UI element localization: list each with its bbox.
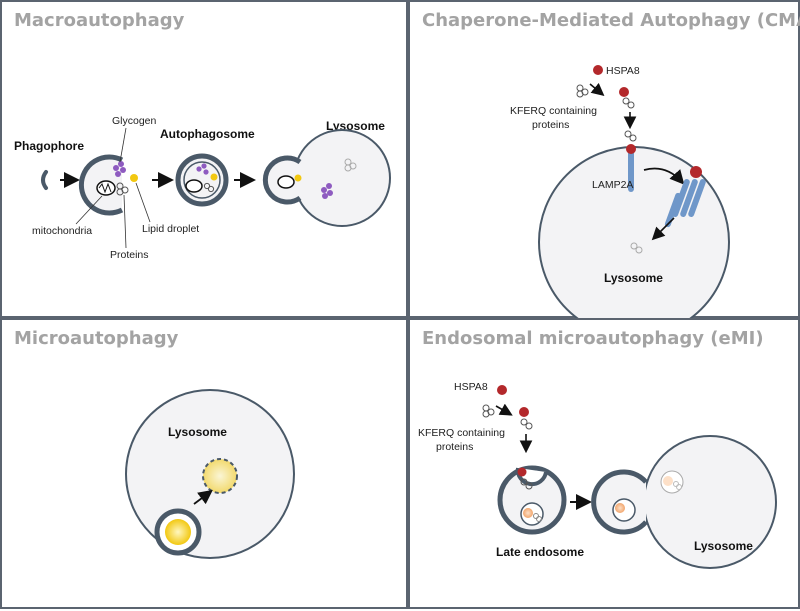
panel-cma: Chaperone-Mediated Autophagy (CMA) HSPA8… <box>408 0 800 338</box>
lipid-droplet <box>130 174 138 182</box>
hspa8-label: HSPA8 <box>606 65 640 77</box>
microautophagy-diagram: Lysosome <box>125 389 295 559</box>
glycogen-label: Glycogen <box>112 115 157 127</box>
lysosome-label: Lysosome <box>168 425 227 439</box>
protein-aggregate <box>116 182 129 196</box>
kferq-label-line2: proteins <box>436 441 473 453</box>
glycogen-cluster <box>113 161 126 177</box>
emi-diagram: HSPA8 KFERQ containing proteins Late end… <box>418 381 777 569</box>
proteins-label: Proteins <box>110 249 149 261</box>
hspa8-label: HSPA8 <box>454 381 488 393</box>
internalized-vesicle <box>202 458 238 494</box>
autophagosome-label: Autophagosome <box>160 127 255 141</box>
lamp2a-multimer <box>664 179 706 228</box>
lysosome-label: Lysosome <box>694 539 753 553</box>
panel-title: Macroautophagy <box>14 10 185 31</box>
lipid-droplet <box>165 519 191 545</box>
kferq-label-line1: KFERQ containing <box>510 105 597 117</box>
lysosome-label: Lysosome <box>604 271 663 285</box>
late-endosome <box>497 465 567 535</box>
phagophore-membrane <box>41 170 48 190</box>
cma-diagram: HSPA8 KFERQ containing proteins LAMP2A L… <box>510 65 730 338</box>
hspa8-chaperone <box>593 65 603 75</box>
hspa8-chaperone <box>497 385 507 395</box>
kferq-label-line2: proteins <box>532 119 569 131</box>
late-endosome-label: Late endosome <box>496 545 584 559</box>
autophagosome <box>175 153 229 207</box>
panel-macroautophagy: Macroautophagy Phagophore Glycogen mitoc… <box>0 0 408 318</box>
lipid-droplet-label: Lipid droplet <box>142 223 199 235</box>
panel-emi: Endosomal microautophagy (eMI) HSPA8 KFE… <box>408 318 800 609</box>
panel-microautophagy: Microautophagy Lysosome <box>0 318 408 609</box>
panel-title: Chaperone-Mediated Autophagy (CMA) <box>422 10 800 31</box>
macroautophagy-diagram: Phagophore Glycogen mitochondria Lipid d… <box>14 115 391 261</box>
lamp2a-receptor <box>628 150 634 192</box>
kferq-label-line1: KFERQ containing <box>418 427 505 439</box>
mitochondria-label: mitochondria <box>32 225 92 237</box>
panel-title: Microautophagy <box>14 328 179 349</box>
panel-title: Endosomal microautophagy (eMI) <box>422 328 764 349</box>
lysosome <box>293 129 391 227</box>
phagophore-label: Phagophore <box>14 139 84 153</box>
lamp2a-label: LAMP2A <box>592 179 633 191</box>
